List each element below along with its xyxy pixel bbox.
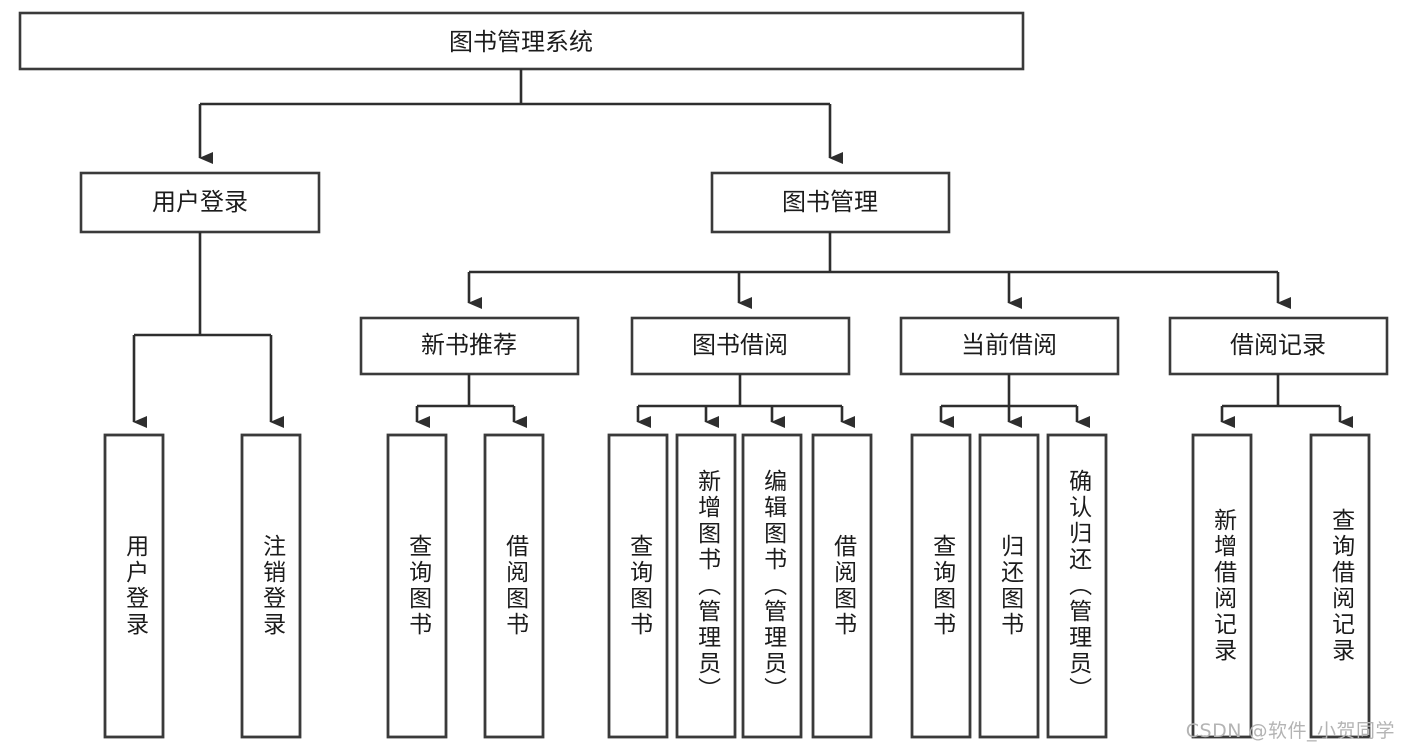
level2-box-0[interactable] [79,171,321,234]
node-borrow-record[interactable]: 借阅记录 [1168,316,1389,376]
node-book-borrow[interactable]: 图书借阅 [630,316,851,376]
leaf-box-11[interactable] [1191,433,1253,739]
leaf-box-12[interactable] [1309,433,1371,739]
level3-label-0: 新书推荐 [421,331,517,359]
node-current-borrow[interactable]: 当前借阅 [899,316,1120,376]
leaf-box-8[interactable] [910,433,972,739]
level3-label-1: 图书借阅 [692,331,788,359]
leaf-box-6[interactable] [741,433,803,739]
leaf-box-3[interactable] [483,433,545,739]
leaf-box-7[interactable] [811,433,873,739]
level2-label-0: 用户登录 [152,188,248,216]
connector-bookborrow-to-leaves [636,374,855,428]
level3-label-3: 借阅记录 [1230,331,1326,359]
connector-currentborrow-to-leaves [939,374,1090,428]
connector-borrowrecord-to-leaves [1220,374,1353,428]
leaf-box-10[interactable] [1046,433,1108,739]
node-user-login[interactable]: 用户登录 [79,171,321,234]
connector-userlogin-to-leaves [132,232,284,428]
node-book-management[interactable]: 图书管理 [710,171,951,234]
node-new-book-recommend[interactable]: 新书推荐 [359,316,580,376]
level3-label-2: 当前借阅 [961,331,1057,359]
leaf-box-4[interactable] [607,433,669,739]
connector-root-to-level2 [198,69,843,164]
connector-newbook-to-leaves [415,374,527,428]
node-root[interactable]: 图书管理系统 [18,11,1025,71]
leaf-box-2[interactable] [386,433,448,739]
leaf-box-9[interactable] [978,433,1040,739]
level3-box-0[interactable] [359,316,580,376]
watermark: CSDN @软件_小贺同学 [1185,720,1395,742]
level2-label-1: 图书管理 [782,188,878,216]
root-box[interactable] [18,11,1025,71]
leaf-box-5[interactable] [675,433,737,739]
leaf-box-0[interactable] [103,433,165,739]
level3-box-2[interactable] [899,316,1120,376]
connector-bookmgmt-to-level3 [467,232,1291,309]
leaf-box-1[interactable] [240,433,302,739]
root-label: 图书管理系统 [449,28,593,56]
